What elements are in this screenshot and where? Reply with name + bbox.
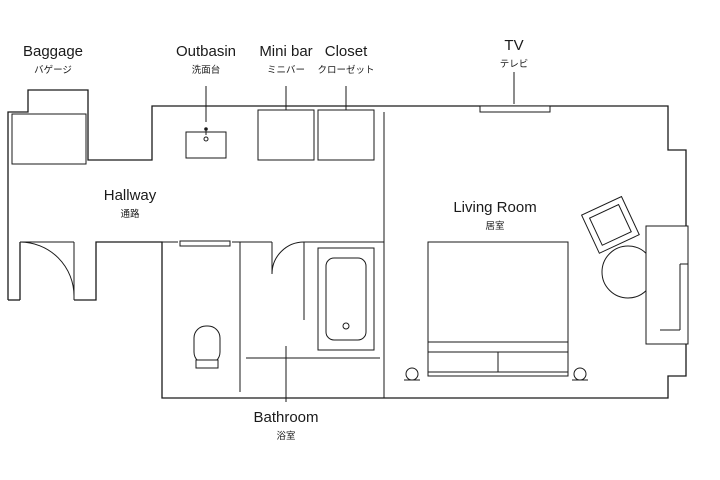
label-living-room-en: Living Room (453, 199, 537, 216)
label-outbasin-ja: 洗面台 (191, 65, 221, 76)
label-bathroom-ja: 浴室 (276, 431, 296, 442)
bathroom-door (271, 241, 305, 275)
label-baggage: Baggage バゲージ (10, 44, 96, 76)
bed (427, 241, 569, 377)
armchair (580, 195, 640, 254)
label-closet-en: Closet (324, 43, 368, 60)
bathtub (317, 247, 375, 351)
label-tv: TV テレビ (484, 38, 544, 70)
baggage-rack (11, 113, 87, 165)
label-closet: Closet クローゼット (306, 44, 386, 76)
label-living-room-ja: 居室 (485, 221, 505, 232)
closet-cabinet (317, 109, 375, 161)
label-mini-bar-en: Mini bar (259, 43, 313, 60)
label-outbasin: Outbasin 洗面台 (164, 44, 248, 76)
label-baggage-ja: バゲージ (34, 65, 72, 76)
label-living-room: Living Room 居室 (440, 200, 550, 232)
leader-lines (205, 72, 515, 402)
tv-unit (479, 105, 551, 113)
label-hallway-ja: 通路 (120, 209, 140, 220)
label-hallway: Hallway 通路 (90, 188, 170, 220)
label-baggage-en: Baggage (22, 43, 84, 60)
label-hallway-en: Hallway (103, 187, 157, 204)
label-bathroom-en: Bathroom (253, 409, 319, 426)
label-mini-bar: Mini bar ミニバー (246, 44, 326, 76)
label-closet-ja: クローゼット (317, 65, 375, 76)
mini-bar-cabinet (257, 109, 315, 161)
outbasin-sink (185, 127, 227, 159)
label-tv-en: TV (504, 37, 524, 54)
toilet (193, 325, 221, 369)
nightstand-lamps (404, 367, 588, 381)
label-tv-ja: テレビ (499, 59, 529, 70)
label-mini-bar-ja: ミニバー (266, 65, 305, 76)
label-outbasin-en: Outbasin (175, 43, 237, 60)
bathroom-partitions (162, 240, 384, 392)
entrance-door (19, 241, 75, 300)
sofa (645, 225, 689, 345)
label-bathroom: Bathroom 浴室 (236, 410, 336, 442)
